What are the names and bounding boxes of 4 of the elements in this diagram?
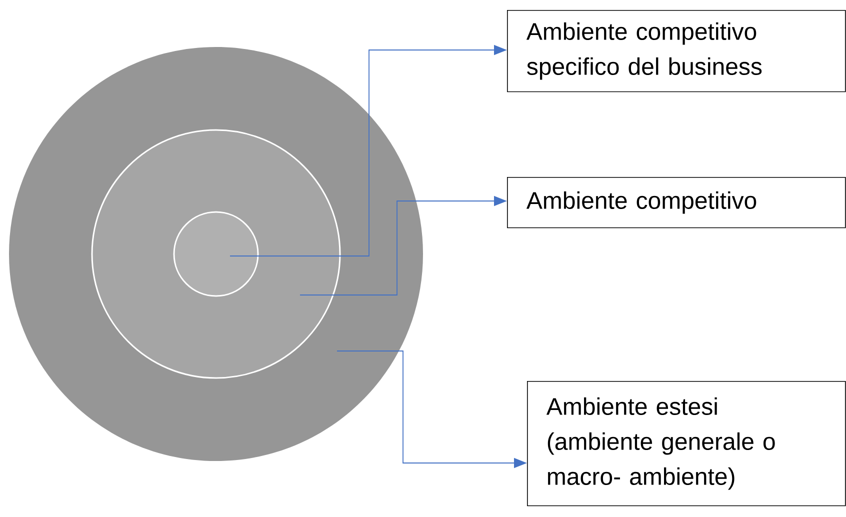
- text-box: Ambiente competitivo specifico del business: [507, 10, 846, 92]
- text-box: Ambiente estesi (ambiente generale o macro- ambiente): [527, 381, 846, 506]
- circle: [173, 211, 259, 297]
- text-box: Ambiente competitivo: [507, 177, 846, 228]
